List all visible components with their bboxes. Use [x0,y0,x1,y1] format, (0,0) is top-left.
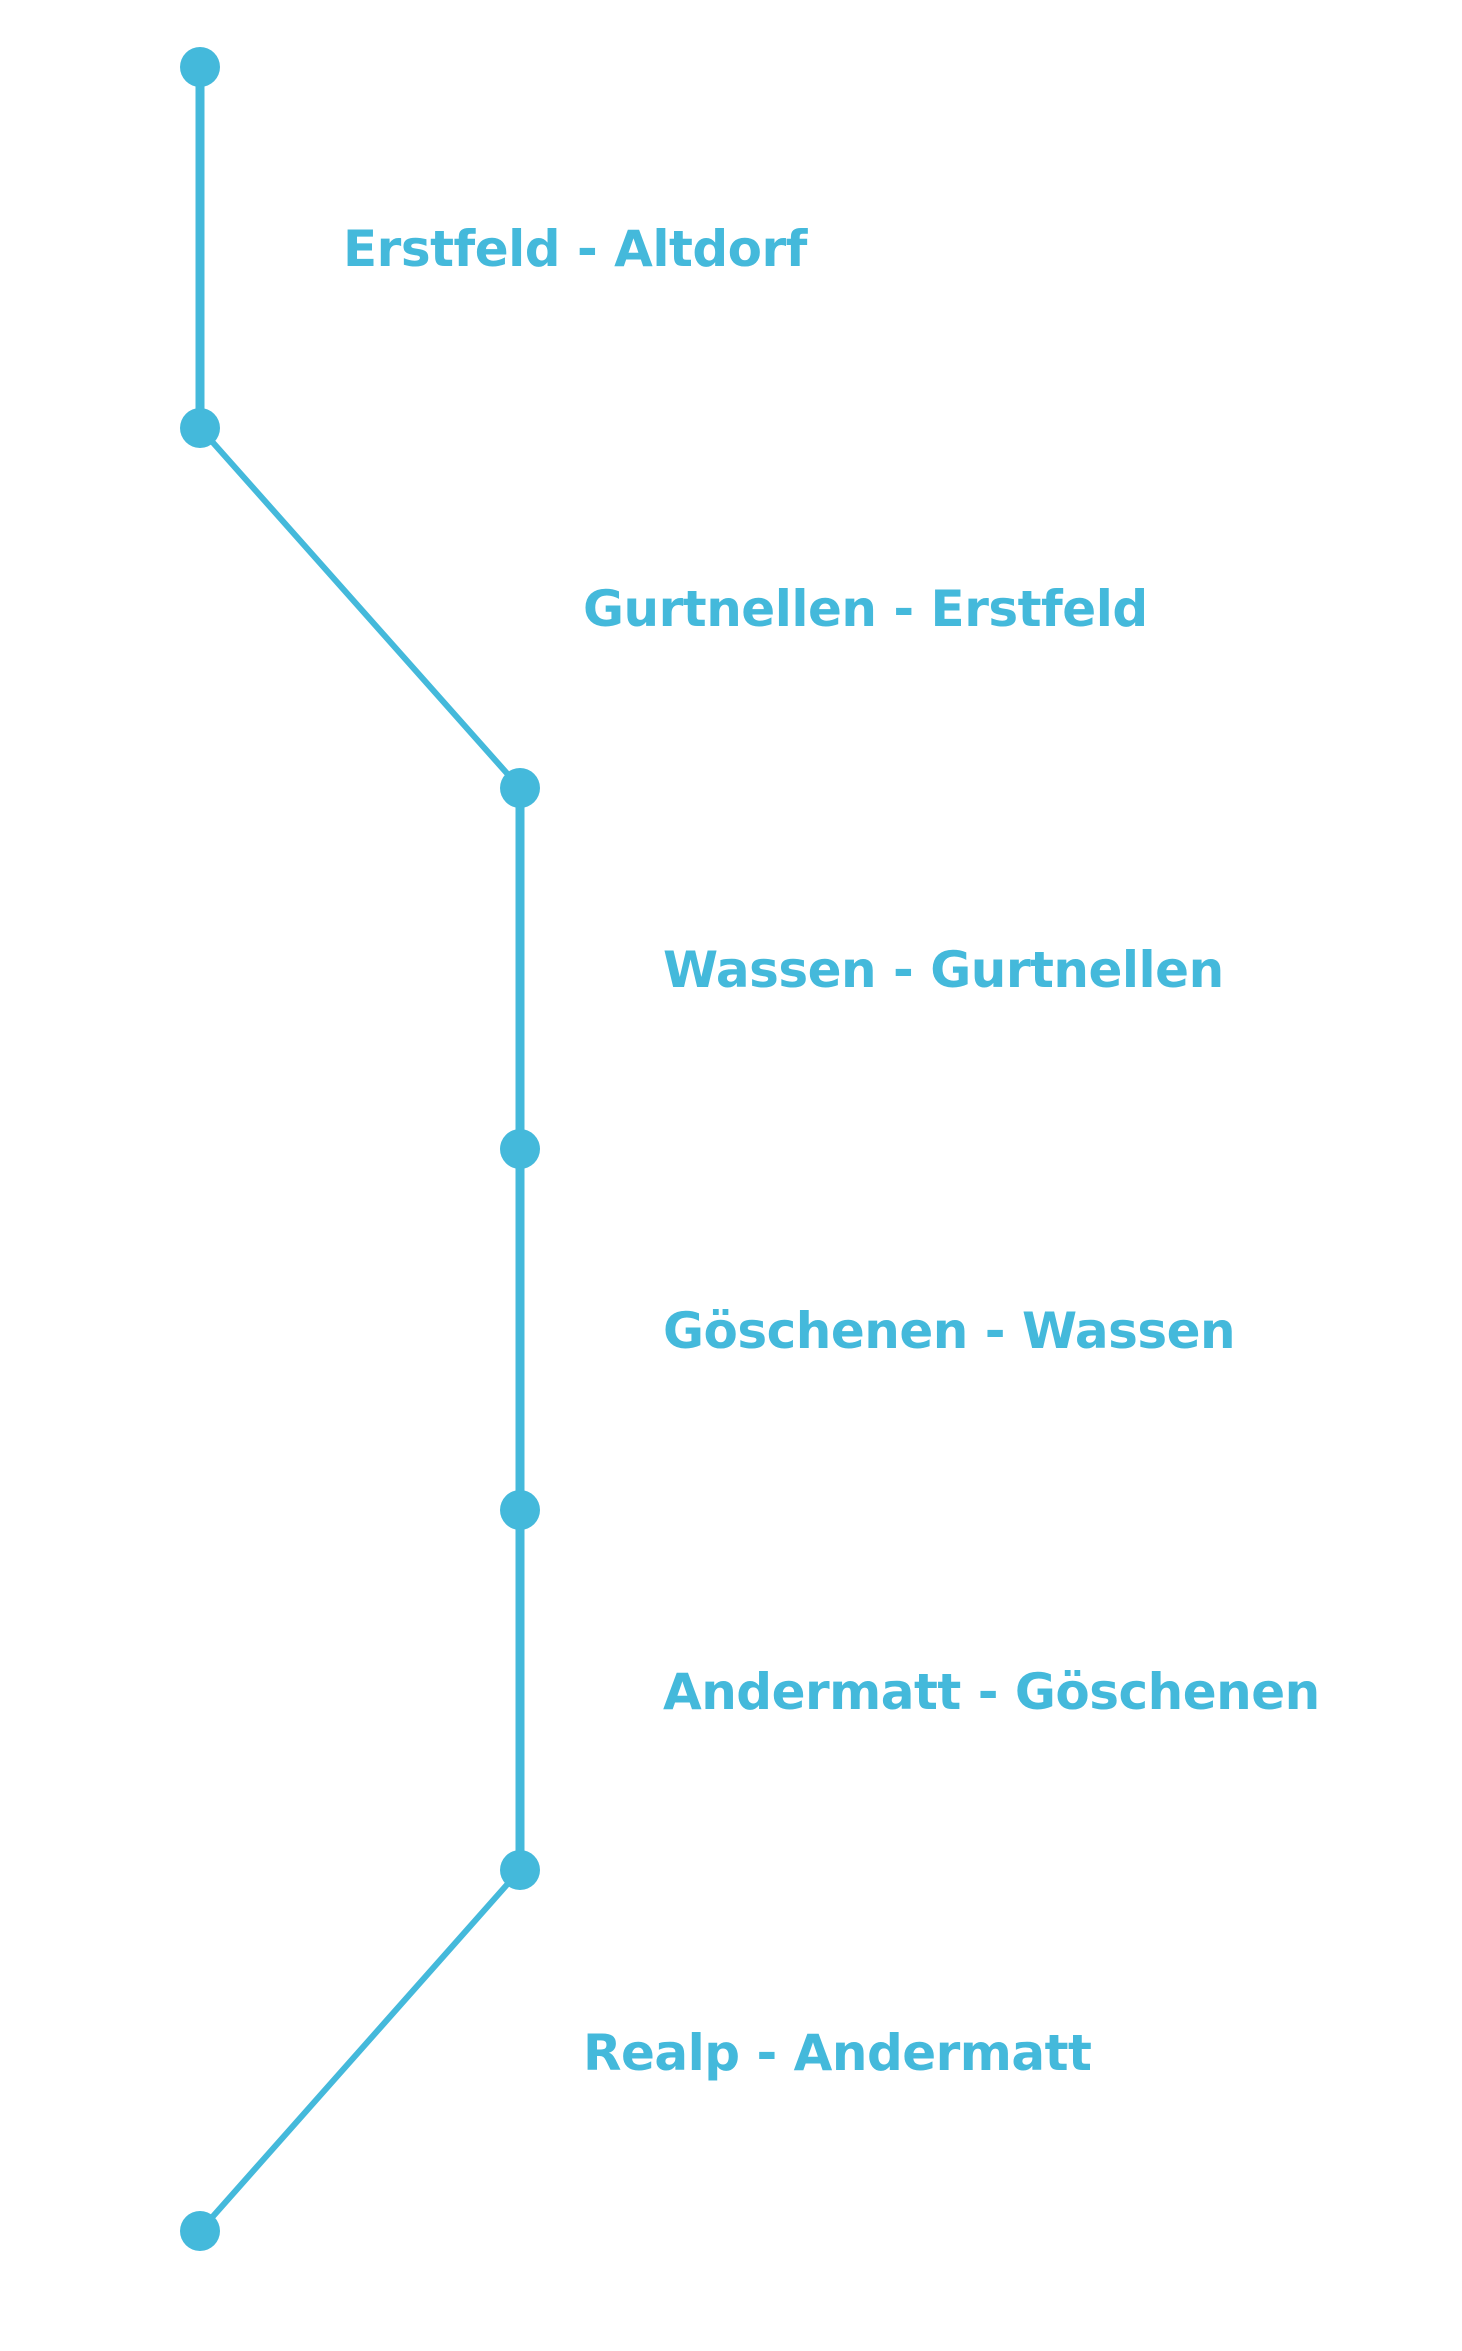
stop-dot [180,2211,220,2251]
stop-dot [500,768,540,808]
stop-dot [500,1850,540,1890]
stop-dot [180,47,220,87]
route-segment-line [197,425,523,791]
segment-label-realp-andermatt: Realp - Andermatt [583,2024,1092,2082]
segment-label-wassen-gurtnellen: Wassen - Gurtnellen [663,941,1224,999]
stop-dot [500,1129,540,1169]
segment-label-andermatt-goschenen: Andermatt - Göschenen [663,1663,1320,1721]
segment-label-goschenen-wassen: Göschenen - Wassen [663,1302,1236,1360]
route-lines [195,62,525,2234]
route-segment-line [197,1867,523,2234]
segment-label-erstfeld-altdorf: Erstfeld - Altdorf [343,220,807,278]
stop-dot [500,1490,540,1530]
route-stops [180,47,540,2251]
stop-dot [180,408,220,448]
segment-label-gurtnellen-erstfeld: Gurtnellen - Erstfeld [583,580,1148,638]
